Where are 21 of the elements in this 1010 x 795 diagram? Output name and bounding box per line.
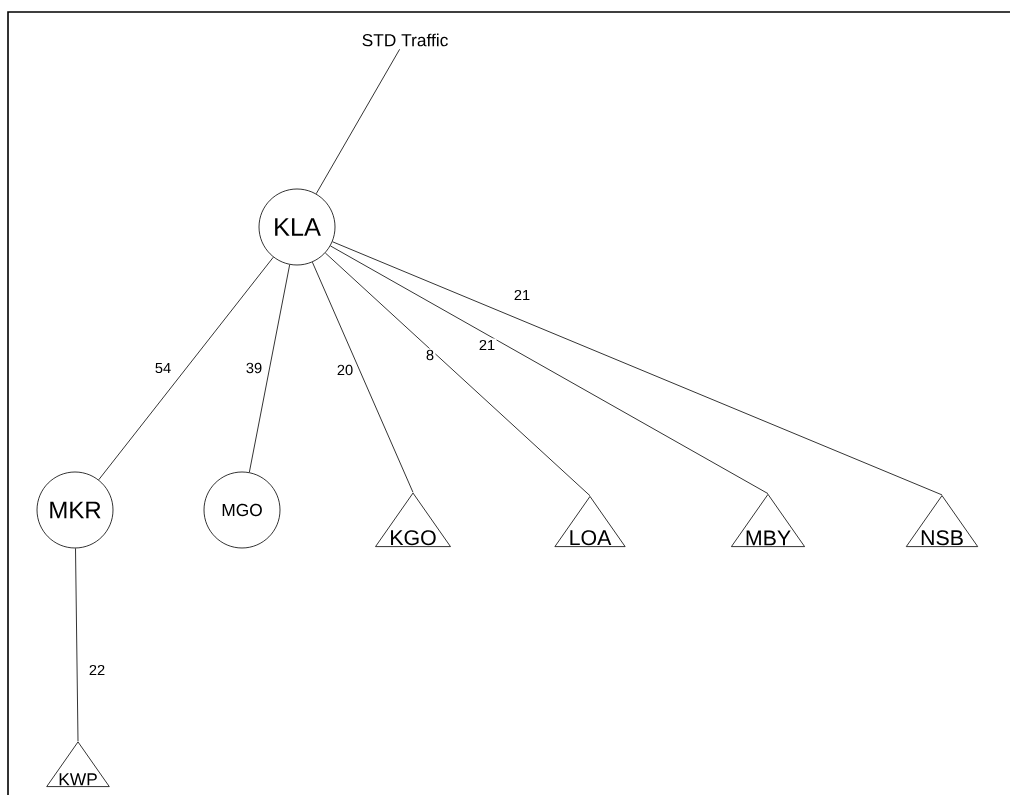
connector-line	[248, 264, 291, 473]
edge-label: 8	[424, 348, 436, 362]
connector-line	[75, 548, 79, 742]
edge-label: 54	[153, 361, 173, 375]
connector-line	[330, 245, 769, 495]
connector-line	[312, 261, 414, 493]
station-triangle: NSB	[905, 495, 979, 547]
edge-label: 21	[477, 338, 497, 352]
station-triangle: KGO	[375, 492, 451, 547]
station-triangle: KWP	[46, 741, 110, 787]
connector-line	[324, 252, 591, 497]
station-triangle: MBY	[731, 493, 805, 547]
edge-label: 21	[512, 288, 532, 302]
connector-line	[315, 48, 401, 195]
station-triangle: LOA	[554, 496, 626, 547]
connector-line	[332, 241, 943, 496]
edge-label: 20	[335, 363, 355, 377]
traffic-label: STD Traffic	[362, 33, 448, 47]
connector-line	[98, 256, 274, 481]
edge-label: 39	[244, 361, 264, 375]
edge-label: 22	[87, 663, 107, 677]
